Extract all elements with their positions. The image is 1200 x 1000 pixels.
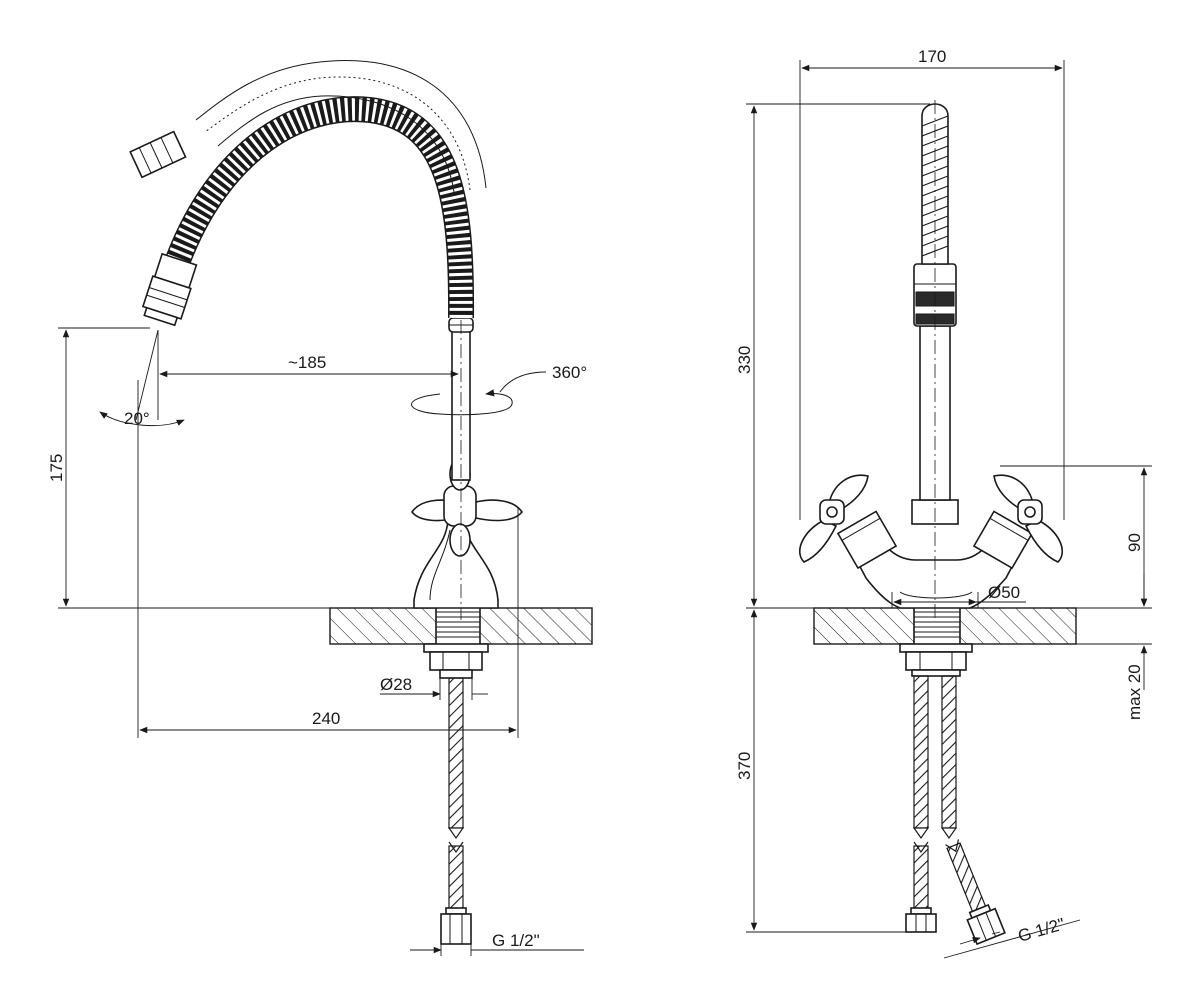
connection-label-left: G 1/2" <box>492 931 540 950</box>
height-label-left: 175 <box>47 454 66 482</box>
handle-height-label: 90 <box>1125 533 1144 552</box>
mixer-body-right <box>799 474 1063 609</box>
angle-dimension <box>99 329 185 426</box>
mounting-nut-left <box>423 643 489 679</box>
supply-hose-left <box>440 677 472 945</box>
handle-right <box>993 474 1063 563</box>
width-label-left: 240 <box>312 709 340 728</box>
thickness-dimension <box>1076 574 1152 690</box>
rotation-indicator <box>411 371 547 416</box>
base-diameter-dimension <box>891 592 1026 608</box>
diameter-label-left: Ø28 <box>380 675 412 694</box>
connection-dimension-right <box>943 919 1081 959</box>
height-dimension-left <box>58 327 330 609</box>
supply-hoses-right <box>905 675 1006 946</box>
handle-left <box>799 474 869 563</box>
mounting-nut-right <box>899 643 973 677</box>
thickness-label: max 20 <box>1125 664 1144 720</box>
width-label-right: 170 <box>918 47 946 66</box>
reach-label: ~185 <box>288 353 326 372</box>
hose-label-right: 370 <box>735 752 754 780</box>
front-view: 170 330 370 90 max 20 <box>735 47 1152 959</box>
countertop-right <box>813 607 1077 645</box>
width-dimension-left <box>137 380 519 738</box>
diameter-dimension-left <box>380 678 488 700</box>
rotation-label: 360° <box>552 363 587 382</box>
flexible-spout <box>129 60 487 327</box>
height-dimension-right <box>746 103 930 609</box>
angle-label: 20° <box>124 409 150 428</box>
width-dimension-right <box>799 60 1065 520</box>
height-label-right: 330 <box>735 346 754 374</box>
hose-dimension-right <box>746 609 906 933</box>
connection-label-right: G 1/2" <box>1016 914 1067 945</box>
side-view: 360° ~185 20° 175 240 <box>47 60 593 956</box>
connection-dimension-left <box>410 944 584 956</box>
base-diameter-label: Ø50 <box>988 583 1020 602</box>
